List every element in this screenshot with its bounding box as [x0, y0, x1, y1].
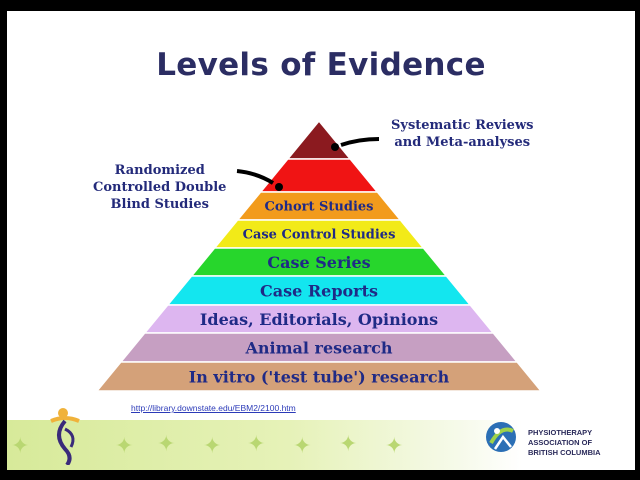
running-figure-icon: ✦ — [11, 434, 30, 459]
running-figure-icon: ✦ — [247, 432, 266, 457]
pyramid-level-label: Animal research — [244, 338, 392, 357]
arrow-rct-icon — [236, 169, 275, 185]
pabc-logo-icon — [486, 422, 516, 452]
pyramid-level-label: Ideas, Editorials, Opinions — [200, 310, 438, 329]
running-figure-icon: ✦ — [385, 434, 404, 459]
callout-rct: Randomized Controlled Double Blind Studi… — [93, 162, 226, 213]
running-figure-icon: ✦ — [339, 432, 358, 457]
pyramid-level-9 — [95, 361, 543, 392]
slide-title: Levels of Evidence — [156, 47, 486, 83]
arrow-head-icon — [275, 183, 283, 191]
arrow-systematic-icon — [340, 137, 380, 147]
callout-top-line1: Systematic Reviews — [391, 118, 534, 133]
source-link[interactable]: http://library.downstate.edu/EBM2/2100.h… — [131, 403, 296, 413]
callout-rct-line3: Blind Studies — [110, 197, 209, 212]
pyramid-level-label: Case Series — [267, 253, 370, 272]
callout-rct-line1: Randomized — [114, 163, 205, 178]
running-figure-icon: ✦ — [115, 434, 134, 459]
org-name: PHYSIOTHERAPY ASSOCIATION OF BRITISH COL… — [528, 428, 601, 458]
callout-top-line2: and Meta-analyses — [394, 135, 531, 150]
pyramid-level-label: Case Control Studies — [243, 228, 396, 243]
callout-systematic-reviews: Systematic Reviews and Meta-analyses — [391, 117, 533, 151]
pyramid-level-label: Case Reports — [260, 281, 378, 300]
running-figure-icon: ✦ — [203, 434, 222, 459]
physio-logo-icon — [50, 408, 80, 465]
running-figure-icon: ✦ — [293, 434, 312, 459]
running-figure-icon: ✦ — [157, 432, 176, 457]
org-line2: ASSOCIATION OF — [528, 438, 593, 447]
arrow-head-icon — [331, 143, 339, 151]
org-line1: PHYSIOTHERAPY — [528, 428, 593, 437]
callout-rct-line2: Controlled Double — [93, 180, 227, 195]
pyramid-level-1 — [286, 119, 352, 160]
footer-band: ✦ ✦ ✦ ✦ ✦ ✦ ✦ ✦ — [7, 420, 635, 470]
pyramid-level-label: Cohort Studies — [265, 200, 374, 215]
org-line3: BRITISH COLUMBIA — [528, 448, 601, 457]
pyramid-level-label: In vitro ('test tube') research — [189, 367, 450, 386]
